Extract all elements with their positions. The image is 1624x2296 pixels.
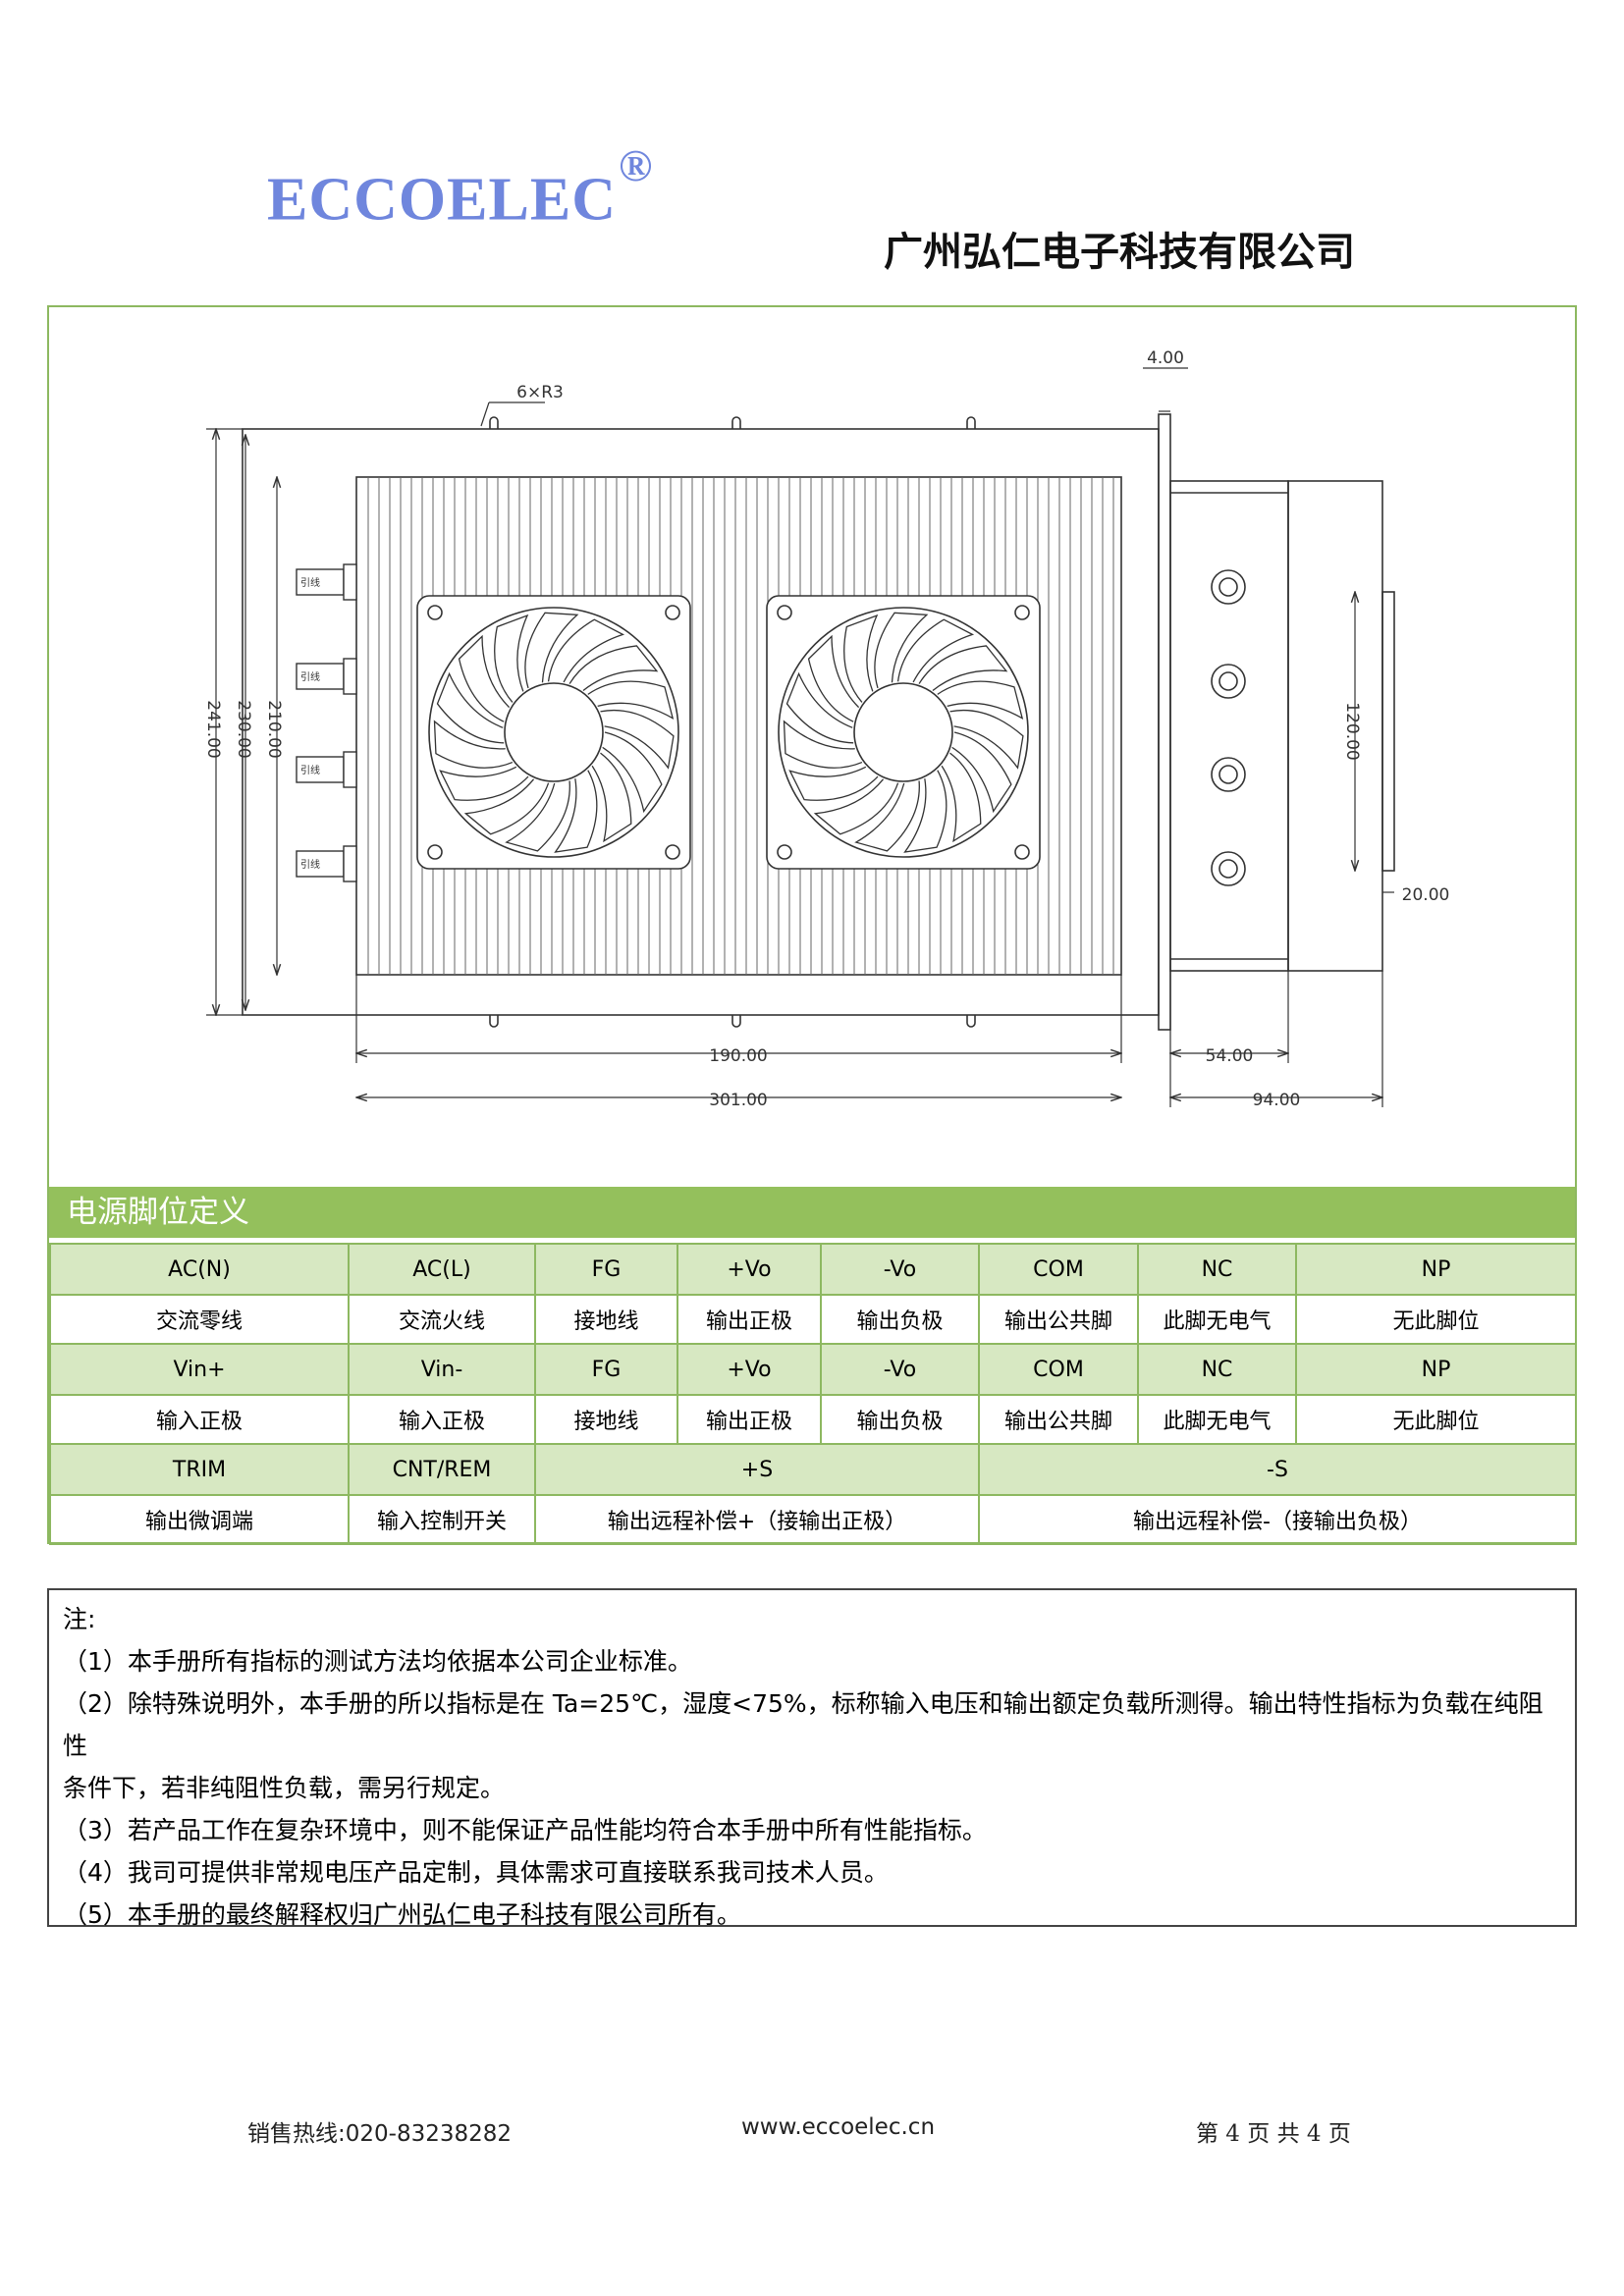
website-link[interactable]: www.eccoelec.cn <box>741 2114 936 2140</box>
terminal-tag: 引线 <box>300 858 320 871</box>
dim-width-301: 301.00 <box>709 1091 767 1110</box>
dim-thickness: 4.00 <box>1147 348 1184 368</box>
dim-height-241: 241.00 <box>203 700 223 758</box>
terminal-tag: 引线 <box>300 764 320 776</box>
dim-side-54: 54.00 <box>1206 1046 1254 1066</box>
note-item: （1）本手册所有指标的测试方法均依据本公司企业标准。 <box>63 1647 692 1676</box>
terminal-tag: 引线 <box>300 670 320 683</box>
dim-side-94: 94.00 <box>1253 1091 1301 1110</box>
dim-side-20: 20.00 <box>1402 885 1450 905</box>
note-item: 条件下，若非纯阻性负载，需另行规定。 <box>63 1774 506 1802</box>
table-row: 交流零线交流火线 接地线输出正极 输出负极输出公共脚 此脚无电气无此脚位 <box>49 1294 1577 1345</box>
note-item: （5）本手册的最终解释权归广州弘仁电子科技有限公司所有。 <box>63 1900 741 1929</box>
table-row: 输出微调端输入控制开关 输出远程补偿+（接输出正极） 输出远程补偿-（接输出负极… <box>49 1494 1577 1545</box>
dimension-drawing: 引线 引线 引线 引线 6×R3 <box>203 348 1450 1110</box>
dim-height-210: 210.00 <box>264 700 284 758</box>
brand-logo: ECCOELEC® <box>267 140 654 234</box>
sales-hotline: 销售热线:020-83238282 <box>247 2121 513 2147</box>
note-item: （4）我司可提供非常规电压产品定制，具体需求可直接联系我司技术人员。 <box>63 1858 889 1887</box>
terminal-tag: 引线 <box>300 576 320 589</box>
dim-width-190: 190.00 <box>709 1046 767 1066</box>
dim-height-230: 230.00 <box>234 700 253 758</box>
dim-side-120: 120.00 <box>1342 702 1362 760</box>
note-item: （3）若产品工作在复杂环境中，则不能保证产品性能均符合本手册中所有性能指标。 <box>63 1816 987 1844</box>
table-row: 输入正极输入正极 接地线输出正极 输出负极输出公共脚 此脚无电气无此脚位 <box>49 1394 1577 1445</box>
note-item: （2）除特殊说明外，本手册的所以指标是在 Ta=25℃，湿度<75%，标称输入电… <box>63 1689 1543 1760</box>
page-number: 第 4 页 共 4 页 <box>1196 2121 1351 2147</box>
company-name: 广州弘仁电子科技有限公司 <box>884 230 1355 275</box>
notes-title: 注: <box>63 1605 96 1633</box>
notes-box: 注: （1）本手册所有指标的测试方法均依据本公司企业标准。 （2）除特殊说明外，… <box>47 1588 1577 1929</box>
fillet-label: 6×R3 <box>516 383 564 402</box>
section-title: 电源脚位定义 <box>49 1187 1575 1238</box>
